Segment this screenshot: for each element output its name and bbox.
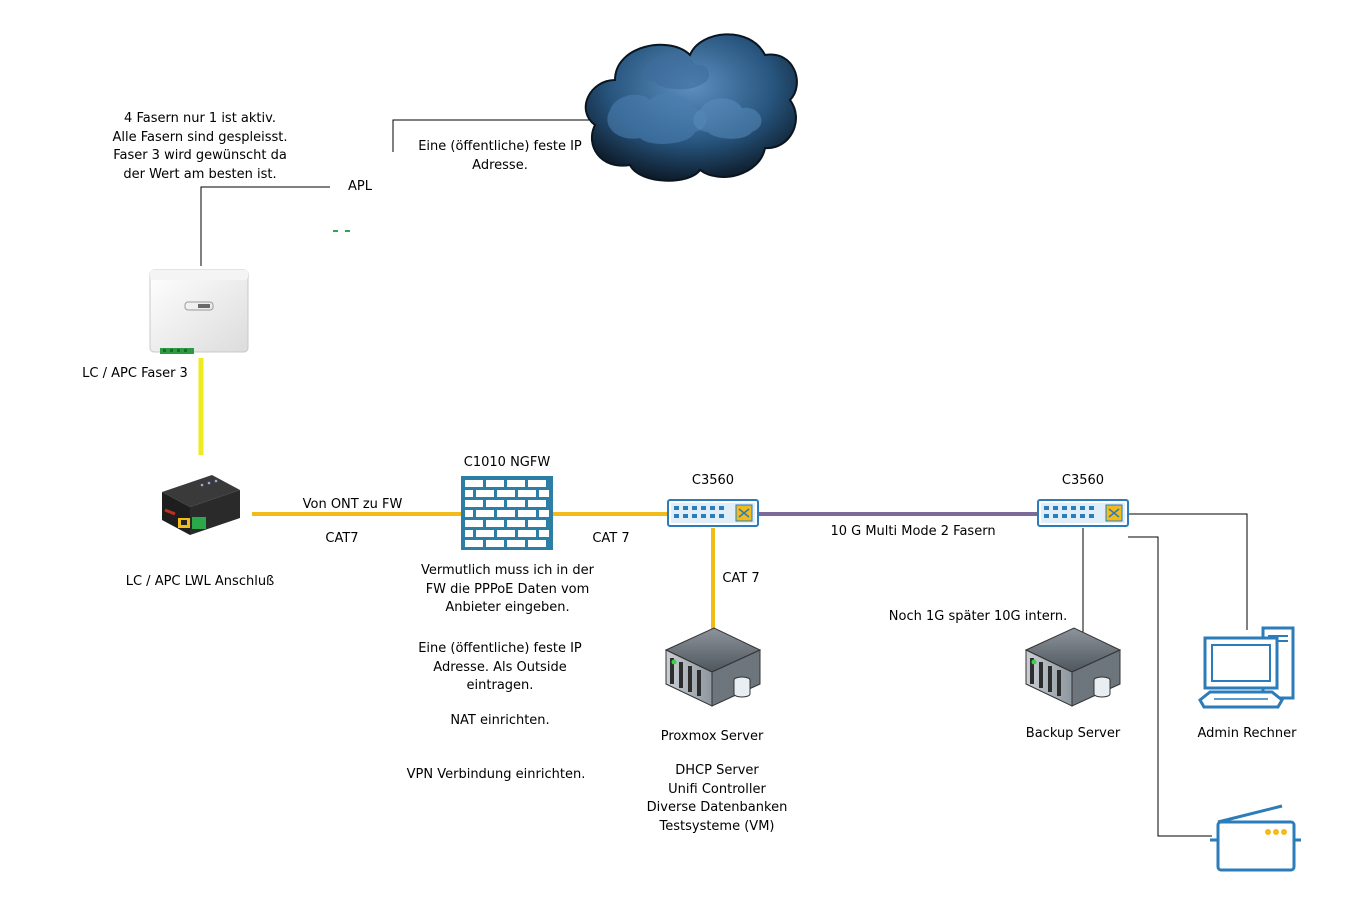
fiber-note: 4 Fasern nur 1 ist aktiv. Alle Fasern si… (100, 110, 300, 184)
backup-note: Noch 1G später 10G intern. (888, 609, 1068, 624)
firewall-note-line: eintragen. (466, 678, 534, 693)
switch1-title: C3560 (691, 473, 735, 488)
cloud-note-line: Eine (öffentliche) feste IP (418, 139, 582, 154)
proxmox-title: Proxmox Server (660, 729, 764, 744)
connection-lines (198, 119, 1248, 837)
computer-icon (1198, 626, 1295, 709)
firewall-title: C1010 NGFW (463, 455, 551, 470)
lc-apc-lwl-label: LC / APC LWL Anschluß (125, 574, 275, 589)
cloud-note-line: Adresse. (472, 157, 528, 173)
proxmox-service-item: Testsysteme (VM) (659, 818, 775, 834)
cloud-note: Eine (öffentliche) feste IP Adresse. (410, 138, 590, 175)
ont-modem-icon (162, 475, 240, 535)
von-ont-label: Von ONT zu FW (302, 497, 403, 512)
firewall-note-line: Vermutlich muss ich in der (420, 563, 595, 578)
server-icon-backup (1024, 627, 1122, 707)
fiber-note-line: 4 Fasern nur 1 ist aktiv. (124, 111, 276, 126)
switch-admin-line (1128, 513, 1248, 630)
cloud-link-line (392, 119, 590, 152)
cloud-icon (584, 33, 798, 182)
proxmox-service-item: DHCP Server (675, 763, 759, 778)
proxmox-service-item: Diverse Datenbanken (646, 800, 788, 815)
switch-icon-1 (667, 499, 759, 527)
multimode-label: 10 G Multi Mode 2 Fasern (830, 524, 996, 539)
proxmox-services: DHCP Server Unifi Controller Diverse Dat… (627, 762, 807, 836)
firewall-note-nat: NAT einrichten. (450, 713, 550, 728)
switch-icon-2 (1037, 499, 1129, 527)
fiber-note-line: Faser 3 wird gewünscht da (113, 148, 287, 163)
apl-link-line (200, 186, 330, 266)
admin-title: Admin Rechner (1197, 726, 1297, 741)
apl-label: APL (348, 179, 372, 194)
proxmox-service-item: Unifi Controller (668, 781, 766, 797)
lc-apc-faser3-label: LC / APC Faser 3 (82, 366, 188, 381)
cat7-left-label: CAT7 (325, 531, 359, 546)
firewall-note-line: Eine (öffentliche) feste IP (418, 641, 582, 656)
server-icon-proxmox (664, 627, 762, 707)
apl-box-icon (149, 269, 249, 354)
printer-icon (1210, 804, 1301, 872)
fiber-note-line: Alle Fasern sind gespleisst. (112, 129, 288, 145)
firewall-note-line: FW die PPPoE Daten vom (425, 581, 590, 597)
firewall-icon (461, 476, 553, 550)
cat7-down-label: CAT 7 (722, 571, 760, 586)
firewall-note-pppoe: Vermutlich muss ich in der FW die PPPoE … (400, 562, 615, 618)
firewall-note-ip: Eine (öffentliche) feste IP Adresse. Als… (400, 640, 600, 696)
firewall-note-vpn: VPN Verbindung einrichten. (406, 767, 586, 782)
cat7-mid-label: CAT 7 (592, 531, 630, 546)
switch-printer-line (1128, 536, 1212, 837)
firewall-note-line: Adresse. Als Outside (433, 659, 567, 675)
firewall-note-line: Anbieter eingeben. (445, 600, 570, 615)
fiber-note-line: der Wert am besten ist. (123, 166, 277, 182)
backup-title: Backup Server (1025, 726, 1121, 741)
switch2-title: C3560 (1061, 473, 1105, 488)
apl-marker-icon (333, 230, 350, 232)
